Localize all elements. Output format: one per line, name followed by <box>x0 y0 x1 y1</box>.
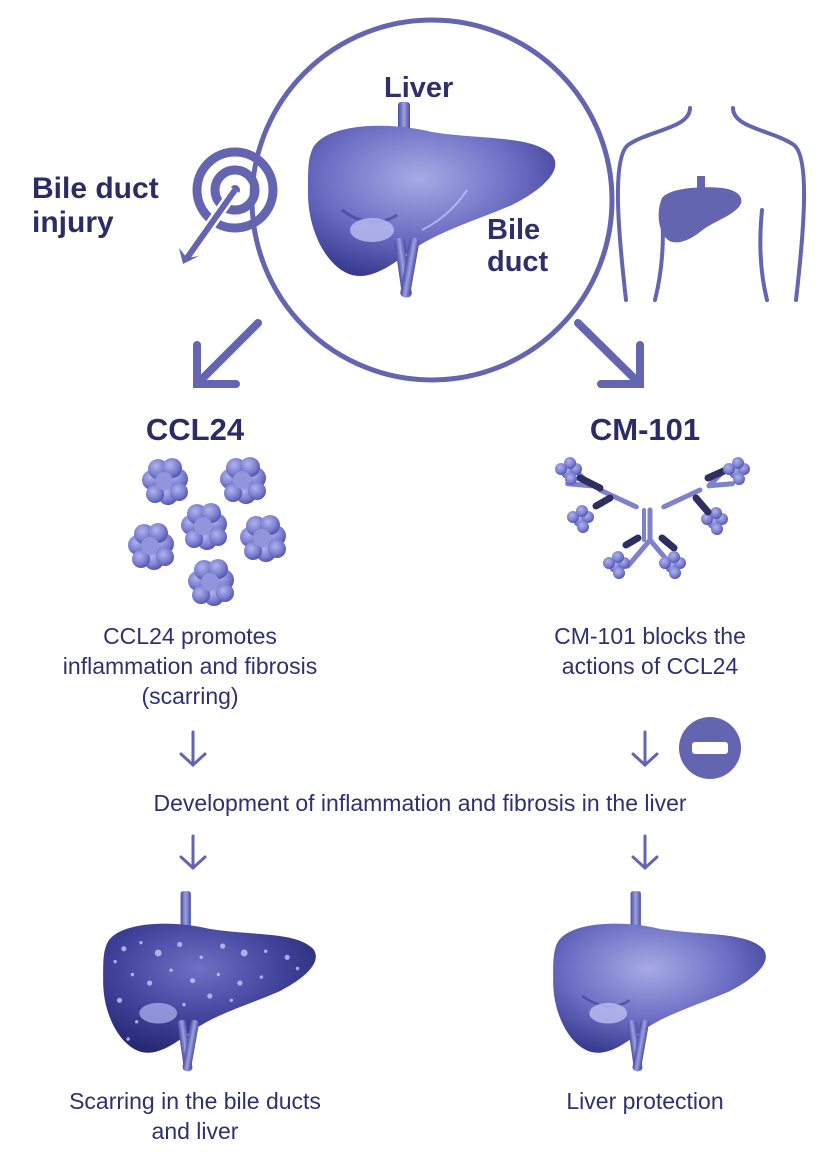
liver-icon-scarred <box>103 891 316 1072</box>
arrow-down-left-2 <box>179 834 207 871</box>
ccl24-heading: CCL24 <box>145 412 245 447</box>
protection-outcome: Liver protection <box>566 1088 724 1114</box>
bile-duct-label-line2: duct <box>487 246 549 278</box>
cm101-description-line2: actions of CCL24 <box>561 653 739 679</box>
mini-liver-icon <box>658 187 742 243</box>
ccl24-description-line3: (scarring) <box>141 683 239 709</box>
antibody-icon <box>555 457 750 579</box>
ccl24-description-line1: CCL24 promotes <box>103 623 277 649</box>
scarring-outcome-line2: and liver <box>151 1118 239 1144</box>
cm101-heading: CM-101 <box>589 412 701 447</box>
arrow-left-big <box>193 319 262 388</box>
injury-label-line1: Bile duct <box>32 172 159 205</box>
injury-label-line2: injury <box>32 206 114 239</box>
target-icon <box>179 147 278 264</box>
injury-label: Bile duct injury <box>32 172 159 240</box>
minus-icon <box>679 717 741 779</box>
bile-duct-label-line1: Bile <box>487 214 541 246</box>
arrow-right-big <box>574 319 644 388</box>
arrow-down-right-1 <box>631 730 659 768</box>
cm101-description: CM-101 blocks the actions of CCL24 <box>500 621 800 681</box>
protein-cluster-icon <box>128 457 286 606</box>
arrow-down-right-2 <box>631 834 659 871</box>
ccl24-description: CCL24 promotes inflammation and fibrosis… <box>20 621 360 711</box>
ccl24-description-line2: inflammation and fibrosis <box>62 653 318 679</box>
arrow-down-left-1 <box>179 730 207 768</box>
scarring-outcome: Scarring in the bile ducts and liver <box>20 1086 370 1146</box>
liver-label: Liver <box>384 72 454 104</box>
cm101-description-line1: CM-101 blocks the <box>554 623 746 649</box>
liver-icon-healthy <box>553 891 766 1072</box>
development-text: Development of inflammation and fibrosis… <box>153 790 687 816</box>
scarring-outcome-line1: Scarring in the bile ducts <box>69 1088 321 1114</box>
bile-duct-label: Bile duct <box>487 214 548 278</box>
